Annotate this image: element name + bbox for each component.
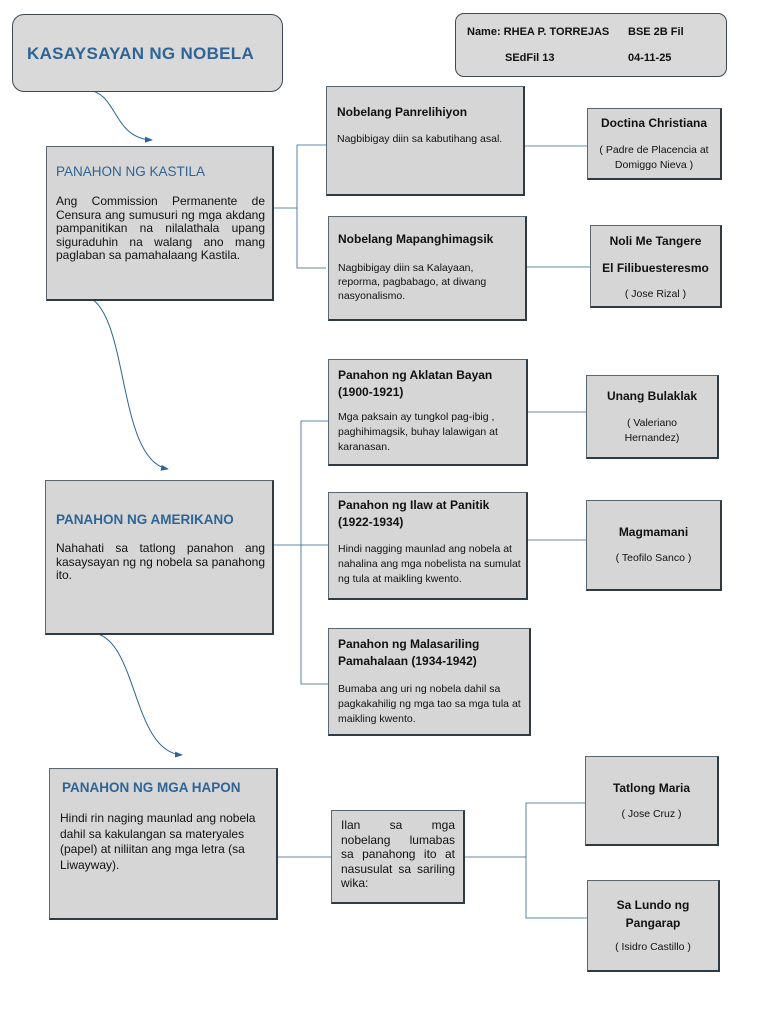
- category-malasariling-title: Panahon ng Malasariling Pamahalaan (1934…: [338, 637, 480, 668]
- category-mapanghimagsik-desc: Nagbibigay diin sa Kalayaan, reporma, pa…: [338, 262, 487, 302]
- work-bulaklak-author: ( Valeriano Hernandez): [624, 417, 680, 444]
- category-ilaw-desc: Hindi nagging maunlad ang nobela at naha…: [338, 543, 521, 585]
- work-doctrina-author: ( Padre de Placencia at Domiggo Nieva ): [599, 144, 709, 171]
- category-ilaw-box: Panahon ng Ilaw at Panitik (1922-1934) H…: [328, 492, 528, 600]
- category-panrelihiyon-title: Nobelang Panrelihiyon: [337, 105, 468, 119]
- work-tatlong-author: ( Jose Cruz ): [621, 808, 682, 820]
- student-date: 04-11-25: [628, 52, 672, 64]
- hapon-note-box: Ilan sa mga nobelang lumabas sa panahong…: [331, 810, 465, 904]
- category-mapanghimagsik-box: Nobelang Mapanghimagsik Nagbibigay diin …: [328, 216, 527, 321]
- bracket-hapon: [465, 802, 588, 919]
- category-mapanghimagsik-title: Nobelang Mapanghimagsik: [338, 232, 494, 246]
- category-panrelihiyon-desc: Nagbibigay diin sa kabutihang asal.: [337, 133, 503, 145]
- work-lundo-title: Sa Lundo ng Pangarap: [616, 898, 690, 930]
- student-course: SEdFil 13: [505, 52, 555, 64]
- period-amerikano-heading: PANAHON NG AMERIKANO: [56, 512, 234, 527]
- category-aklatan-desc: Mga paksain ay tungkol pag-ibig , paghih…: [338, 411, 498, 453]
- work-noli-box: Noli Me Tangere El Filibuesteresmo ( Jos…: [590, 225, 722, 308]
- work-elfili-title: El Filibuesteresmo: [602, 261, 709, 275]
- category-aklatan-title: Panahon ng Aklatan Bayan (1900-1921): [338, 368, 493, 399]
- work-tatlong-title: Tatlong Maria: [612, 781, 691, 795]
- work-noli-title: Noli Me Tangere: [609, 234, 702, 248]
- work-bulaklak-title: Unang Bulaklak: [606, 389, 698, 403]
- period-kastila-heading: PANAHON NG KASTILA: [56, 164, 206, 179]
- bracket-amerikano: [272, 420, 329, 685]
- work-magmamani-author: ( Teofilo Sanco ): [615, 552, 692, 564]
- page-title: KASAYSAYAN NG NOBELA: [27, 44, 255, 63]
- period-hapon-box: PANAHON NG MGA HAPON Hindi rin naging ma…: [49, 768, 278, 920]
- work-lundo-box: Sa Lundo ng Pangarap ( Isidro Castillo ): [587, 880, 720, 972]
- period-amerikano-text: Nahahati sa tatlong panahon ang kasaysay…: [56, 541, 265, 582]
- hapon-note-text: Ilan sa mga nobelang lumabas sa panahong…: [341, 818, 455, 890]
- arrow-amerikano-to-hapon: [93, 632, 183, 758]
- student-info-box: Name: RHEA P. TORREJAS BSE 2B Fil SEdFil…: [455, 13, 727, 77]
- work-noli-author: ( Jose Rizal ): [624, 288, 687, 300]
- period-kastila-text: Ang Commission Permanente de Censura ang…: [56, 194, 265, 262]
- student-name: Name: RHEA P. TORREJAS: [467, 26, 610, 38]
- work-magmamani-title: Magmamani: [618, 525, 689, 539]
- work-doctrina-title: Doctina Christiana: [600, 116, 708, 130]
- category-aklatan-box: Panahon ng Aklatan Bayan (1900-1921) Mga…: [328, 359, 528, 466]
- category-ilaw-title: Panahon ng Ilaw at Panitik (1922-1934): [338, 498, 490, 529]
- title-box: KASAYSAYAN NG NOBELA: [12, 14, 283, 92]
- category-panrelihiyon-box: Nobelang Panrelihiyon Nagbibigay diin sa…: [326, 86, 525, 196]
- work-magmamani-box: Magmamani ( Teofilo Sanco ): [586, 500, 722, 591]
- arrow-title-to-kastila: [86, 89, 153, 143]
- period-hapon-heading: PANAHON NG MGA HAPON: [62, 780, 241, 795]
- arrow-kastila-to-amerikano: [85, 295, 169, 471]
- work-lundo-author: ( Isidro Castillo ): [615, 941, 691, 953]
- work-bulaklak-box: Unang Bulaklak ( Valeriano Hernandez): [586, 375, 719, 459]
- period-amerikano-box: PANAHON NG AMERIKANO Nahahati sa tatlong…: [45, 480, 274, 635]
- period-hapon-text: Hindi rin naging maunlad ang nobela dahi…: [60, 811, 256, 872]
- category-malasariling-box: Panahon ng Malasariling Pamahalaan (1934…: [328, 628, 531, 736]
- work-doctrina-box: Doctina Christiana ( Padre de Placencia …: [587, 108, 722, 180]
- category-malasariling-desc: Bumaba ang uri ng nobela dahil sa pagkak…: [338, 683, 521, 725]
- bracket-kastila: [272, 144, 326, 269]
- period-kastila-box: PANAHON NG KASTILA Ang Commission Perman…: [46, 146, 274, 301]
- work-tatlong-box: Tatlong Maria ( Jose Cruz ): [585, 756, 719, 846]
- student-section: BSE 2B Fil: [628, 26, 684, 38]
